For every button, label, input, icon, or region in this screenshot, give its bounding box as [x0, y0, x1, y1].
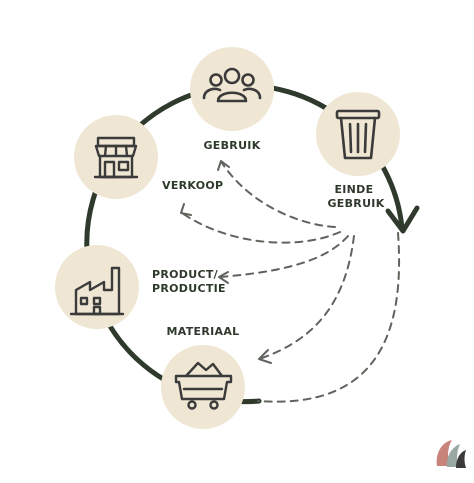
label-einde-gebruik-line-1: EINDE [334, 183, 373, 196]
flow-arrowhead-verkoop [180, 203, 192, 216]
logo-swoosh-dark [456, 450, 466, 468]
flow-arrowhead-product [218, 271, 229, 284]
label-materiaal: MATERIAAL [167, 325, 240, 338]
node-einde-gebruik: EINDE GEBRUIK [316, 92, 400, 210]
label-materiaal-line-1: MATERIAAL [167, 325, 240, 338]
label-product-productie: PRODUCT/ PRODUCTIE [152, 268, 226, 295]
node-materiaal: MATERIAAL [161, 325, 245, 429]
factory-icon [69, 266, 125, 316]
flow-to-product [219, 235, 349, 278]
trash-bin-icon [335, 109, 381, 160]
logo-swoosh-red [436, 440, 452, 466]
brand-logo [436, 440, 466, 468]
label-product-productie-line-1: PRODUCT/ [152, 268, 219, 281]
ring-arrowhead [385, 205, 420, 234]
logo-swoosh-grey [446, 444, 460, 467]
node-verkoop: VERKOOP [74, 115, 223, 199]
label-verkoop-line-1: VERKOOP [162, 179, 223, 192]
return-flows [181, 162, 401, 403]
label-gebruik-line-1: GEBRUIK [203, 139, 260, 152]
label-einde-gebruik: EINDE GEBRUIK [327, 183, 384, 210]
shop-icon [93, 136, 139, 179]
people-icon [202, 67, 262, 103]
label-gebruik: GEBRUIK [203, 139, 260, 152]
flow-arrowhead-gebruik [217, 160, 230, 171]
label-einde-gebruik-line-2: GEBRUIK [327, 197, 384, 210]
flow-arrowhead-materiaal [258, 349, 272, 364]
flow-to-gebruik [221, 162, 336, 228]
label-verkoop: VERKOOP [162, 179, 223, 192]
node-product-productie: PRODUCT/ PRODUCTIE [55, 245, 226, 329]
mine-cart-icon [174, 361, 233, 410]
label-product-productie-line-2: PRODUCTIE [152, 282, 226, 295]
flow-to-materiaal [261, 235, 355, 359]
flow-to-materiaal-outer [257, 232, 401, 403]
flow-arrowheads [180, 160, 272, 364]
flow-to-verkoop [181, 212, 341, 244]
node-gebruik: GEBRUIK [190, 47, 274, 152]
